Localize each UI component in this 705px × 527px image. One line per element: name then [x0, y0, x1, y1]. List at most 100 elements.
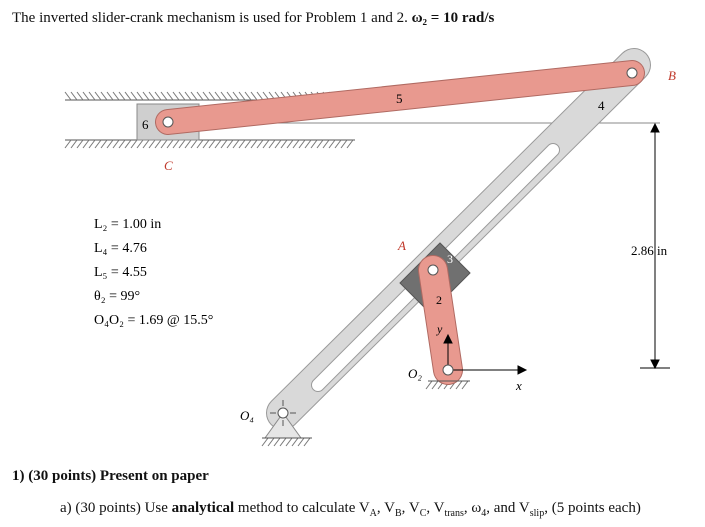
hatch-mark	[232, 91, 240, 101]
hatch-mark	[172, 91, 180, 101]
hatch-mark	[112, 139, 120, 149]
given-l5: L₅ = 4.55	[94, 265, 147, 280]
hatch-mark	[303, 437, 311, 447]
hatch-mark	[178, 91, 186, 101]
hatch-mark	[172, 139, 180, 149]
hatch-mark	[64, 91, 72, 101]
hatch-mark	[76, 91, 84, 101]
hatch-mark	[82, 139, 90, 149]
hatch-mark	[268, 139, 276, 149]
hatch-mark	[70, 139, 78, 149]
qa-rest: method to calculate V	[234, 500, 370, 516]
hatch-mark	[322, 139, 330, 149]
hatch-mark	[148, 139, 156, 149]
hatch-mark	[94, 139, 102, 149]
hatch-mark	[94, 91, 102, 101]
hatch-mark	[310, 139, 318, 149]
hatch-mark	[196, 91, 204, 101]
hatch-mark	[190, 91, 198, 101]
hatch-mark	[184, 139, 192, 149]
hatch-mark	[280, 139, 288, 149]
hatch-mark	[100, 91, 108, 101]
hatch-mark	[202, 91, 210, 101]
hatch-mark	[291, 437, 299, 447]
hatch-mark	[244, 91, 252, 101]
hatch-mark	[106, 91, 114, 101]
hatch-mark	[124, 91, 132, 101]
hatch-mark	[190, 139, 198, 149]
hatch-mark	[334, 139, 342, 149]
hatch-mark	[274, 139, 282, 149]
hatch-mark	[346, 139, 354, 149]
hatch-mark	[142, 91, 150, 101]
hatch-mark	[154, 91, 162, 101]
hatch-mark	[88, 139, 96, 149]
given-l2: L₂ = 1.00 in	[94, 217, 161, 232]
qa-prefix: a) (30 points) Use	[60, 500, 172, 516]
hatch-mark	[425, 380, 433, 390]
label-axis-y: y	[436, 322, 443, 336]
hatch-mark	[154, 139, 162, 149]
pivot-o2	[442, 364, 454, 376]
hatch-mark	[70, 91, 78, 101]
label-point-o2: O₂	[408, 366, 422, 381]
hatch-mark	[136, 139, 144, 149]
hatch-mark	[76, 139, 84, 149]
hatch-mark	[82, 91, 90, 101]
hatch-mark	[214, 91, 222, 101]
given-l4: L₄ = 4.76	[94, 241, 147, 256]
hatch-mark	[292, 139, 300, 149]
hatch-mark	[431, 380, 439, 390]
hatch-mark	[461, 380, 469, 390]
hatch-mark	[226, 139, 234, 149]
hatch-mark	[208, 91, 216, 101]
hatch-mark	[208, 139, 216, 149]
hatch-mark	[88, 91, 96, 101]
hatch-mark	[118, 91, 126, 101]
label-link-5: 5	[396, 91, 403, 106]
hatch-mark	[304, 139, 312, 149]
hatch-mark	[298, 139, 306, 149]
hatch-mark	[238, 139, 246, 149]
given-o4o2: O₄O₂ = 1.69 @ 15.5°	[94, 313, 213, 328]
omega-given: ω₂ = 10 rad/s	[411, 10, 495, 26]
hatch-mark	[64, 139, 72, 149]
hatch-mark	[316, 139, 324, 149]
hatch-mark	[130, 91, 138, 101]
hatch-mark	[148, 91, 156, 101]
hatch-mark	[112, 91, 120, 101]
link-5	[155, 60, 645, 135]
hatch-mark	[238, 91, 246, 101]
problem-header: The inverted slider-crank mechanism is u…	[12, 10, 494, 27]
hatch-mark	[160, 91, 168, 101]
hatch-mark	[142, 139, 150, 149]
axes	[443, 333, 528, 375]
hatch-mark	[232, 139, 240, 149]
hatch-mark	[262, 139, 270, 149]
label-link-4: 4	[598, 98, 605, 113]
hatch-mark	[328, 139, 336, 149]
label-point-o4: O₄	[240, 408, 254, 423]
label-link-3: 3	[447, 252, 453, 266]
qa-tail: (5 points each)	[547, 500, 641, 516]
hatch-mark	[214, 139, 222, 149]
hatch-mark	[297, 437, 305, 447]
hatch-mark	[220, 139, 228, 149]
hatch-mark	[178, 139, 186, 149]
header-text: The inverted slider-crank mechanism is u…	[12, 10, 408, 26]
label-point-a: A	[397, 238, 406, 253]
hatch-mark	[261, 437, 269, 447]
hatch-mark	[202, 139, 210, 149]
hatch-mark	[166, 139, 174, 149]
hatch-mark	[124, 139, 132, 149]
hatch-mark	[340, 139, 348, 149]
question-1: 1) (30 points) Present on paper	[12, 468, 209, 484]
hatch-mark	[455, 380, 463, 390]
hatch-mark	[250, 139, 258, 149]
label-point-c: C	[164, 158, 173, 173]
hatch-mark	[130, 139, 138, 149]
hatch-mark	[160, 139, 168, 149]
hatch-mark	[286, 139, 294, 149]
hatch-mark	[196, 139, 204, 149]
qa-bold: analytical	[171, 500, 235, 516]
